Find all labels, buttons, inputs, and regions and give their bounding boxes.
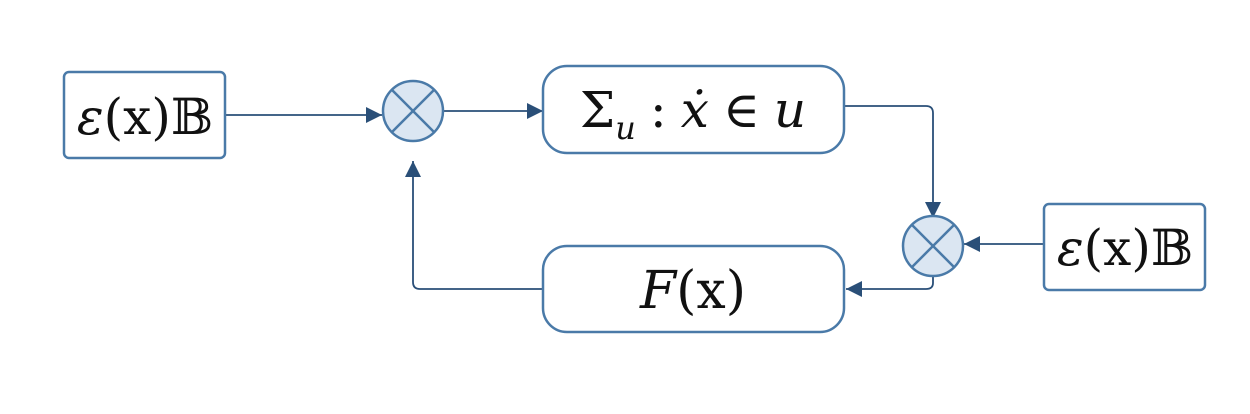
edge-feedback-to-top-junction [404,161,543,290]
edge-bottom-junction-to-feedback [846,272,934,298]
svg-text:F(x): F(x) [639,261,746,321]
epsilon-argument: (x) [104,88,171,146]
epsilon-symbol: ε [1057,219,1084,277]
system-block: Σu:ẋ∈u [541,64,846,155]
feedback-block: F(x) [541,244,846,334]
junction-bottom [901,214,965,278]
edge-system-to-bottom-junction [844,105,942,218]
svg-text:ε(x)𝔹: ε(x)𝔹 [1057,219,1193,277]
sigma-symbol: Σ [580,81,615,139]
junction-top [381,79,445,143]
function-argument: (x) [676,261,746,321]
unit-ball-symbol: 𝔹 [171,88,213,146]
epsilon-symbol: ε [77,88,104,146]
function-f-symbol: F [639,261,678,321]
svg-text:Σu:ẋ∈u: Σu:ẋ∈u [580,81,806,147]
connectors [225,102,1044,298]
x-dot-symbol: ẋ [681,81,709,139]
element-of-symbol: ∈ [723,81,760,139]
input-block-right: ε(x)𝔹 [1042,202,1207,292]
set-u-symbol: u [774,81,806,139]
sigma-subscript: u [615,109,636,147]
epsilon-argument: (x) [1084,219,1151,277]
unit-ball-symbol: 𝔹 [1151,219,1193,277]
colon-symbol: : [650,81,667,139]
input-block-left: ε(x)𝔹 [62,70,227,160]
svg-text:ε(x)𝔹: ε(x)𝔹 [77,88,213,146]
